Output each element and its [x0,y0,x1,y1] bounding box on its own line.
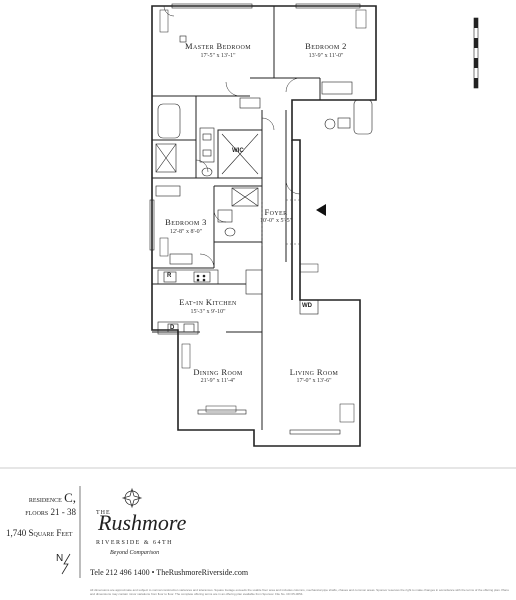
brand-name: Rushmore [98,510,187,535]
column [179,35,187,43]
wic-label: WIC [232,148,244,154]
room-dims-master-bedroom: 17'-5" x 13'-1" [200,53,236,59]
shower-x [155,143,177,173]
cooktop [193,271,211,283]
room-name-living-room: Living Room [289,367,339,377]
closet-rack [239,97,261,109]
door-swing [261,117,275,131]
window [171,3,253,9]
room-name-bedroom-2: Bedroom 2 [305,41,347,51]
dishwasher-box [167,323,179,333]
room-dims-bedroom-3: 12'-8" x 8'-0" [169,229,203,235]
wic-x [221,133,259,175]
brand-tagline: Beyond Comparison [110,550,160,556]
brand-the: THE [96,510,111,516]
residence-area: 1,740 Square Feet [6,528,73,538]
door-swing [213,209,227,223]
room-name-kitchen: Eat-in Kitchen [179,297,237,307]
bathtub [157,103,181,139]
residence-word: residence [28,494,62,504]
room-name-foyer: Foyer [264,207,288,217]
residence-letter: C, [64,490,76,505]
radiator [339,403,355,423]
door-swing [285,77,301,93]
shower [231,187,259,207]
door-swing [199,253,215,269]
window [289,429,341,435]
closet-rack [155,185,181,197]
room-dims-kitchen: 15'-3" x 9'-10" [190,309,226,315]
room-dims-foyer: 10'-0" x 5'-5" [259,218,293,224]
door-swing [195,159,209,173]
brand-address: Riverside & 64th [96,540,173,546]
window [295,3,361,9]
sink [183,323,195,333]
closet-rack [245,269,263,295]
toilet [224,227,236,237]
refrigerator-label: R [167,273,172,279]
room-name-dining-room: Dining Room [193,367,243,377]
window [197,409,247,415]
radiator [355,9,367,29]
counter [157,321,199,335]
door-swing [163,5,175,17]
room-dims-dining-room: 21'-9" x 11'-4" [200,378,236,384]
washer-dryer-label: WD [302,303,312,309]
closet-rack [169,253,193,265]
radiator [181,343,191,369]
room-name-bedroom-3: Bedroom 3 [165,217,207,227]
radiator [299,263,319,273]
residence-floors: floors 21 - 38 [25,507,76,517]
sink [202,149,212,157]
refrigerator-box [163,271,177,283]
entry-arrow-icon [316,204,326,216]
sink [217,209,233,223]
radiator [205,405,237,413]
dishwasher-label: D [170,325,175,331]
door-swing [285,179,301,195]
radiator [159,237,169,257]
north-label: N [56,553,64,564]
sink [337,117,351,129]
room-name-master-bedroom: Master Bedroom [185,41,251,51]
north-arrow-icon [61,553,71,575]
window [149,199,155,251]
residence-label: residence C, [29,490,76,506]
legal-disclaimer: All dimensions are approximate and subje… [90,588,509,596]
toilet [324,118,336,130]
vanity [199,127,215,163]
toilet [201,167,213,177]
shower-x [231,187,259,207]
shower [155,143,177,173]
sink [202,133,212,141]
counter [157,269,219,285]
room-dims-living-room: 17'-0" x 13'-6" [296,378,332,384]
room-dims-bedroom-2: 13'-9" x 11'-0" [308,53,344,59]
contact-line: Tele 212 496 1400 • TheRushmoreRiverside… [90,568,249,577]
washer-dryer-box [299,299,319,315]
rushmore-emblem-icon [121,487,143,509]
closet-rack [321,81,353,95]
scale-bar [473,17,479,89]
bathtub [353,99,373,135]
radiator [159,9,169,33]
door-swing [225,81,241,97]
